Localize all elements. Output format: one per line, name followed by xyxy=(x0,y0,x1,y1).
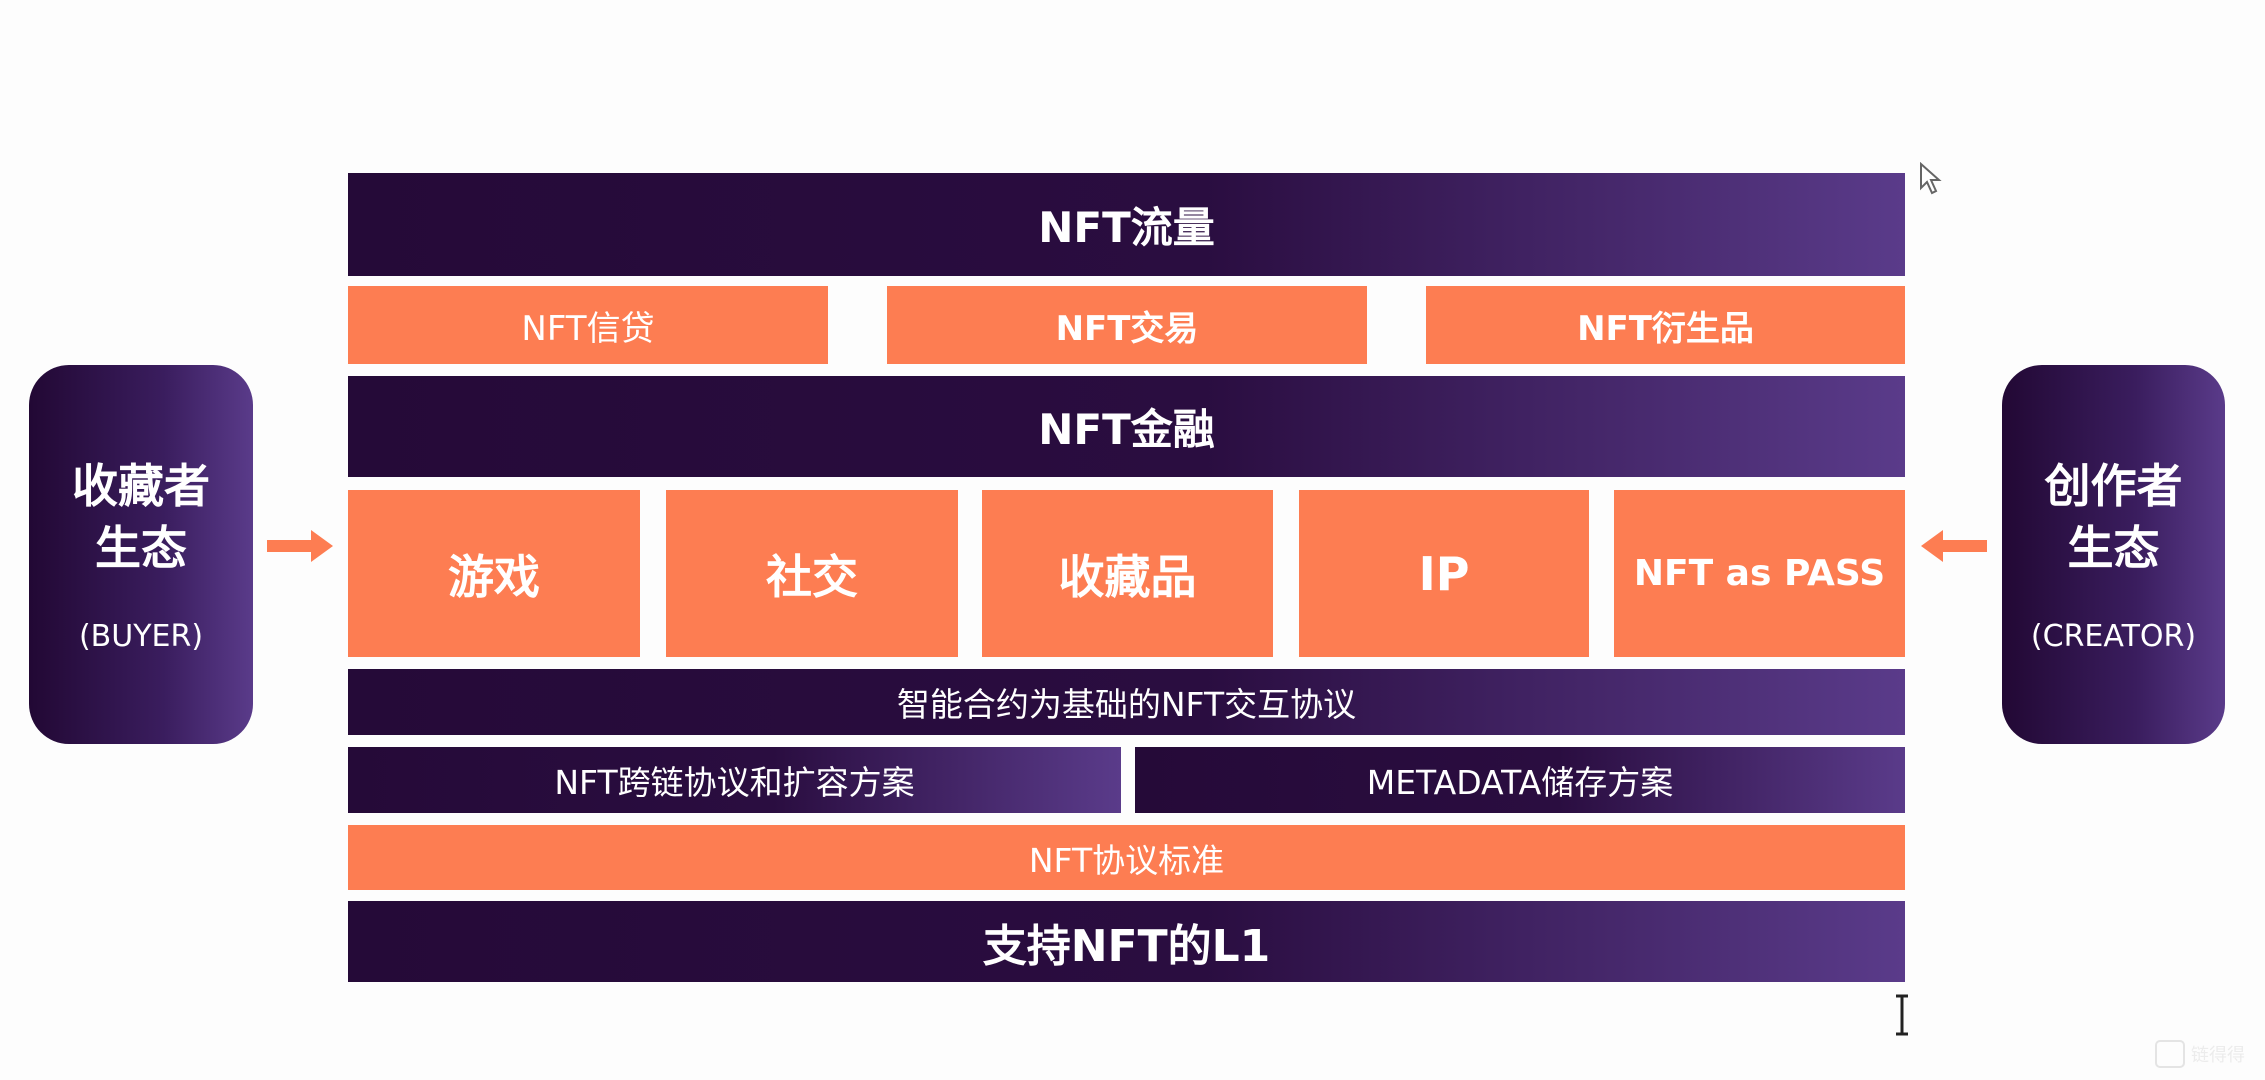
watermark-logo: 链得得 xyxy=(2155,1040,2245,1068)
app-nft-as-pass: NFT as PASS xyxy=(1614,490,1905,657)
app-ip: IP xyxy=(1299,490,1589,657)
app-gaming: 游戏 xyxy=(348,490,640,657)
watermark-text: 链得得 xyxy=(2191,1045,2245,1066)
box-nft-trading: NFT交易 xyxy=(887,286,1367,364)
chainDD-logo-icon xyxy=(2155,1040,2185,1068)
arrow-left-icon xyxy=(1921,530,1987,562)
layer-l1: 支持NFT的L1 xyxy=(348,901,1905,982)
mouse-pointer-icon xyxy=(1920,162,1942,195)
layer-nft-standard: NFT协议标准 xyxy=(348,825,1905,890)
app-social: 社交 xyxy=(666,490,958,657)
box-nft-derivatives: NFT衍生品 xyxy=(1426,286,1905,364)
app-collectibles: 收藏品 xyxy=(982,490,1273,657)
box-nft-credit: NFT信贷 xyxy=(348,286,828,364)
creator-subtitle: (CREATOR) xyxy=(2030,619,2197,654)
layer-nft-finance: NFT金融 xyxy=(348,376,1905,477)
layer-nft-traffic: NFT流量 xyxy=(348,173,1905,276)
layer-interaction-protocol: 智能合约为基础的NFT交互协议 xyxy=(348,669,1905,735)
buyer-ecosystem: 收藏者 生态 (BUYER) xyxy=(29,365,253,744)
text-cursor-icon xyxy=(1896,994,1908,1036)
layer-metadata-storage: METADATA储存方案 xyxy=(1135,747,1905,813)
creator-title-line1: 创作者 xyxy=(2044,459,2183,513)
arrow-right-icon xyxy=(267,530,333,562)
buyer-title-line1: 收藏者 xyxy=(72,459,210,513)
layer-cross-chain: NFT跨链协议和扩容方案 xyxy=(348,747,1121,813)
buyer-title-line2: 生态 xyxy=(95,521,187,575)
creator-ecosystem: 创作者 生态 (CREATOR) xyxy=(2002,365,2225,744)
creator-title-line2: 生态 xyxy=(2067,521,2160,575)
buyer-subtitle: (BUYER) xyxy=(78,619,204,654)
